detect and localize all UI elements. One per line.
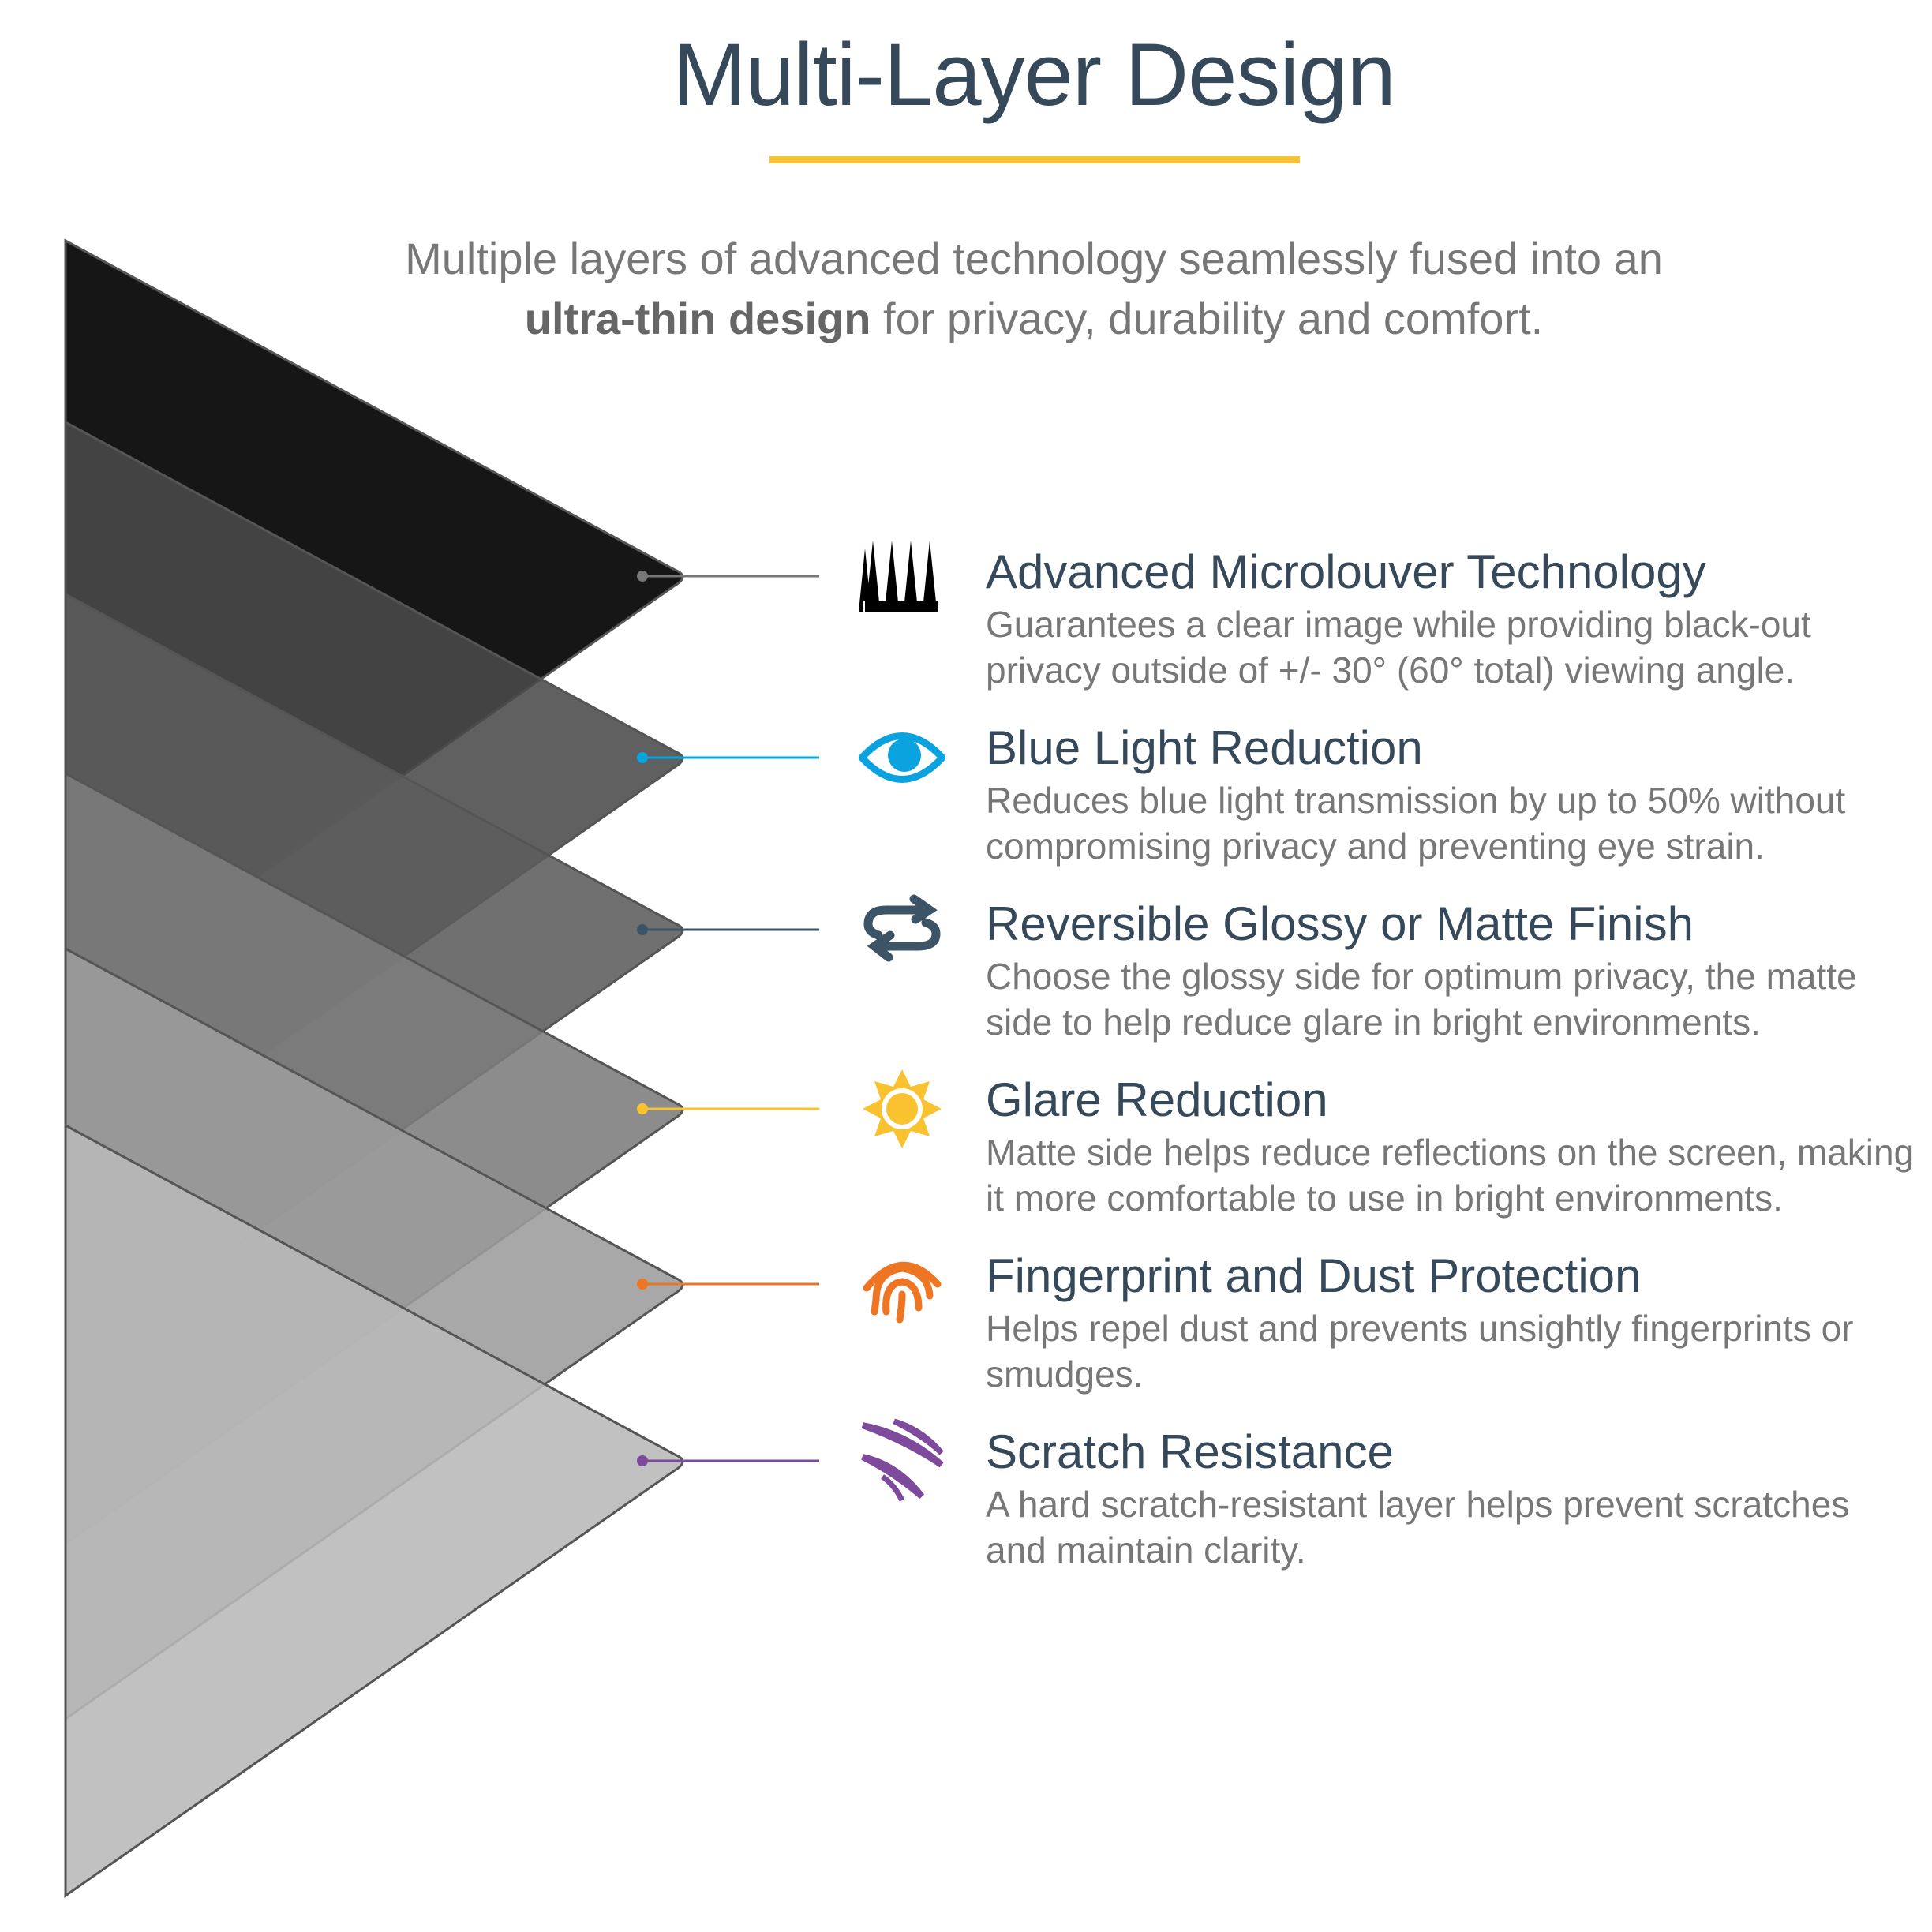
connector-dot: [637, 1455, 648, 1466]
feature-item: Scratch Resistance A hard scratch-resista…: [986, 1425, 1917, 1573]
page-title: Multi-Layer Design: [672, 25, 1396, 124]
subtitle: Multiple layers of advanced technology s…: [0, 229, 1932, 349]
title-underline: [769, 156, 1300, 163]
feature-description: Guarantees a clear image while providing…: [986, 604, 1811, 691]
feature-title: Scratch Resistance: [986, 1425, 1394, 1478]
feature-title: Blue Light Reduction: [986, 721, 1423, 774]
feature-description: Matte side helps reduce reflections on t…: [986, 1132, 1915, 1219]
feature-description: A hard scratch-resistant layer helps pre…: [986, 1484, 1850, 1571]
subtitle-line-2: ultra-thin design for privacy, durabilit…: [0, 289, 1932, 349]
feature-title: Fingerprint and Dust Protection: [986, 1249, 1642, 1302]
layer-plate: [64, 1123, 684, 1898]
sun-icon: [859, 1065, 945, 1152]
reverse-arrows-icon: [859, 886, 945, 973]
connector-dot: [637, 752, 648, 763]
fingerprint-icon: [859, 1241, 945, 1327]
feature-title: Advanced Microlouver Technology: [986, 545, 1706, 598]
microlouver-icon: [859, 533, 945, 620]
feature-title: Reversible Glossy or Matte Finish: [986, 897, 1694, 950]
scratch-icon: [859, 1417, 945, 1504]
connector-dot: [637, 571, 648, 582]
feature-title: Glare Reduction: [986, 1073, 1328, 1126]
connector-dot: [637, 1103, 648, 1114]
eye-icon: [856, 714, 948, 801]
connector-dot: [637, 924, 648, 935]
feature-description: Helps repel dust and prevents unsightly …: [986, 1308, 1854, 1395]
feature-description: Reduces blue light transmission by up to…: [986, 780, 1846, 867]
connector-dot: [637, 1279, 648, 1290]
subtitle-bold: ultra-thin design: [524, 294, 871, 343]
feature-description: Choose the glossy side for optimum priva…: [986, 956, 1857, 1043]
subtitle-line-1: Multiple layers of advanced technology s…: [405, 234, 1663, 283]
subtitle-rest: for privacy, durability and comfort.: [871, 294, 1544, 343]
